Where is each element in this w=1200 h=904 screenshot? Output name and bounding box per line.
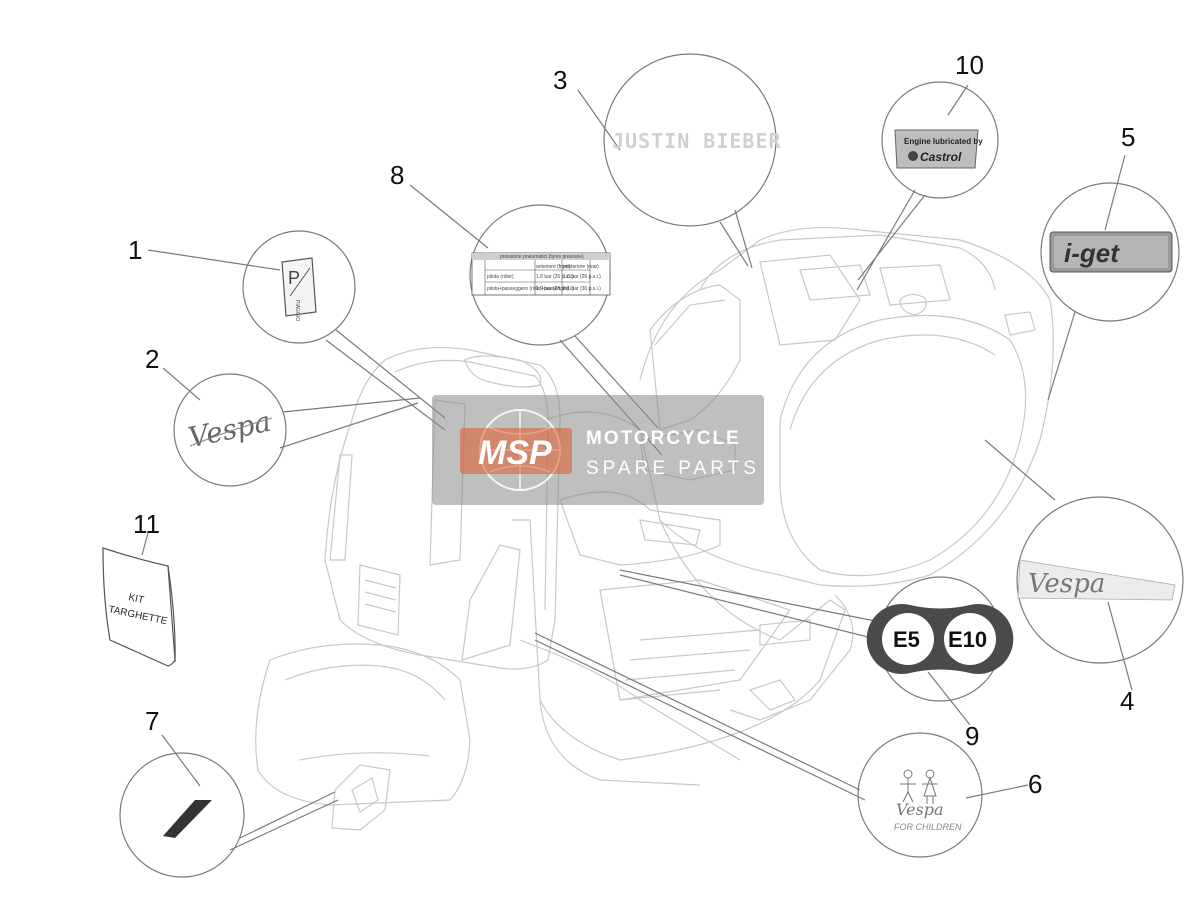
tyre-v21: 1.9 bar (28 p.s.i.)	[536, 286, 574, 292]
vespa-text-4: Vespa	[1028, 569, 1105, 599]
tyre-col2: posteriore (rear)	[563, 264, 599, 270]
callout-number-7: 7	[145, 706, 159, 736]
watermark-subtitle: SPARE PARTS	[586, 458, 760, 479]
piaggio-text: PIAGGIO	[294, 300, 300, 321]
tyre-v11: 1.8 bar (26 p.s.i.)	[536, 274, 574, 280]
callout-numbers: 1 2 3 4 5 6 7 8 9 10 11	[128, 50, 1135, 799]
e10-label: E10	[948, 627, 987, 652]
callout-circle-6	[857, 732, 983, 858]
tyre-col1: anteriore (front)	[536, 264, 571, 270]
tyre-title: pressione pneumatici (tyres pressure)	[500, 254, 584, 260]
callout-circle-2	[173, 373, 287, 487]
svg-text:P: P	[288, 268, 300, 288]
kit-envelope: KIT TARGHETTE	[102, 547, 176, 667]
children-text: FOR CHILDREN	[894, 822, 962, 832]
stripe-decal-7	[163, 800, 212, 838]
tyre-row1: pilota (rider)	[487, 274, 514, 280]
callout-number-10: 10	[955, 50, 984, 80]
callout-number-5: 5	[1121, 122, 1135, 152]
watermark: MSP MOTORCYCLE SPARE PARTS	[432, 395, 764, 505]
kit-label-1: KIT	[127, 592, 145, 606]
tyre-v12: 1.8 bar (26 p.s.i.)	[563, 274, 601, 280]
fuel-sticker: E5 E10	[866, 603, 1014, 674]
leader-lines	[141, 84, 1133, 851]
castrol-brand-text: Castrol	[920, 150, 962, 164]
callout-number-6: 6	[1028, 769, 1042, 799]
callout-number-1: 1	[128, 235, 142, 265]
iget-badge: i-get	[1049, 231, 1173, 273]
callout-number-8: 8	[390, 160, 404, 190]
scooter-drawing	[255, 226, 1054, 831]
for-children-decal	[900, 769, 938, 804]
children-brand-text: Vespa	[896, 800, 944, 819]
callout-number-4: 4	[1120, 686, 1134, 716]
callout-number-11: 11	[133, 509, 160, 539]
piaggio-badge: P PIAGGIO	[281, 257, 317, 321]
tyre-row2: pilota+passeggero (rider+passenger)	[487, 286, 569, 292]
castrol-top-text: Engine lubricated by	[904, 137, 983, 146]
watermark-title: MOTORCYCLE	[586, 428, 741, 449]
iget-text: i-get	[1064, 238, 1120, 268]
tyre-v22: 2.1 bar (30 p.s.i.)	[563, 286, 601, 292]
e5-label: E5	[893, 627, 920, 652]
callout-number-2: 2	[145, 344, 159, 374]
tyre-pressure-label: pressione pneumatici (tyres pressure) an…	[471, 252, 611, 296]
watermark-logo: MSP	[478, 434, 552, 472]
callout-number-3: 3	[553, 65, 567, 95]
callout-circle-3	[603, 53, 777, 227]
callout-number-9: 9	[965, 721, 979, 751]
signature-decal: JUSTIN BIEBER	[612, 129, 782, 153]
vespa-logo-4: Vespa	[1017, 559, 1176, 601]
castrol-sticker: Engine lubricated by Castrol	[894, 129, 983, 169]
